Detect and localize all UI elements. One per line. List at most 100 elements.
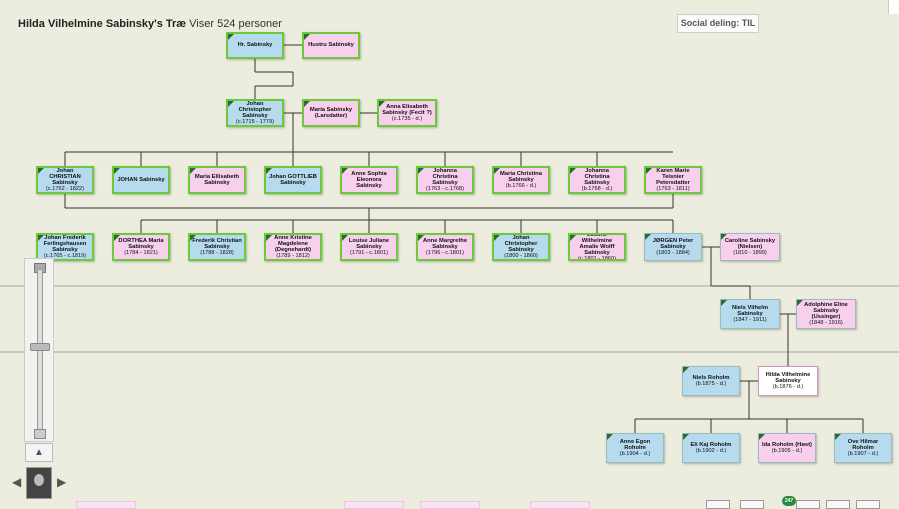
person-card-jgo[interactable]: Johan GOTTLIEB Sabinsky [264,166,322,194]
person-dates: (1784 - 1821) [124,250,158,257]
toolbar-button[interactable] [856,500,880,509]
person-card-hu[interactable]: Hustru Sabinsky [302,32,360,59]
zoom-slider[interactable] [24,258,54,442]
bottom-row-node[interactable] [344,501,404,509]
person-card-kmt[interactable]: Karen Marie Teisnier Petersdatter(1763 -… [644,166,702,194]
person-dates: (1810 - 1899) [733,250,767,257]
person-name: Caroline Sabinsky (Nielsen) [724,237,776,250]
zoom-track[interactable] [37,269,43,435]
person-card-aer[interactable]: Anne Egon Roholm(b.1904 - d.) [606,433,664,463]
person-name: DORTHEA Maria Sabinsky [118,237,164,250]
person-dates: (b.1905 - d.) [771,448,803,454]
person-dates: (c.1765 - c.1819) [43,253,87,260]
person-dates: (b.1768 - d.) [581,186,613,193]
person-card-hr[interactable]: Hr. Sabinsky [226,32,284,59]
person-card-jwa[interactable]: Justine Wilhelmine Amalie Wolff Sabinsky… [568,233,626,261]
person-card-jc1[interactable]: Johan Christopher Sabinsky(c.1715 - 1779… [226,99,284,127]
person-dates: (1803 - 1884) [656,250,690,257]
person-name: Maria Sabinsky (Larsdatter) [309,106,353,119]
person-card-irh[interactable]: Ida Roholm (Høst)(b.1905 - d.) [758,433,816,463]
toolbar-button[interactable] [826,500,850,509]
person-card-ae[interactable]: Anna Elisabeth Sabinsky (Fecit ?)(c.1735… [377,99,437,127]
person-card-ekr[interactable]: Eli Kaj Roholm(b.1902 - d.) [682,433,740,463]
bottom-row-node[interactable] [530,501,590,509]
person-card-jff[interactable]: Johan Frederik Ferlingshausen Sabinsky(c… [36,233,94,261]
person-card-fcs[interactable]: Frederik Christian Sabinsky(1788 - 1828) [188,233,246,261]
person-name: Niels Roholm [692,374,730,381]
person-name: Johan Christopher Sabinsky [238,100,272,119]
person-card-aes[interactable]: Adolphine Eline Sabinsky (Ussinger)(1848… [796,299,856,329]
person-card-dms[interactable]: DORTHEA Maria Sabinsky(1784 - 1821) [112,233,170,261]
notification-badge[interactable]: 247 [782,496,796,506]
person-card-ohr[interactable]: Ove Hilmar Roholm(b.1907 - d.) [834,433,892,463]
bottom-row-node[interactable] [420,501,480,509]
window-edge [888,0,899,14]
person-card-jcs1[interactable]: Johanna Christina Sabinsky(1763 - c.1768… [416,166,474,194]
person-dates: (1789 - 1812) [276,253,310,260]
person-dates: (1847 - 1911) [733,317,767,324]
person-name: Karen Marie Teisnier Petersdatter [656,167,690,186]
person-card-cs[interactable]: Caroline Sabinsky (Nielsen)(1810 - 1899) [720,233,780,261]
person-name: Anne Sophia Eleonora Sabinsky [351,170,387,190]
person-dates: (b.1902 - d.) [695,448,727,454]
user-photo-icon[interactable] [26,467,52,499]
person-name: Johan Frederik Ferlingshausen Sabinsky [43,234,87,253]
zoom-thumb[interactable] [30,343,50,351]
person-name: Eli Kaj Roholm [690,441,732,448]
person-name: Johanna Christina Sabinsky [584,167,610,186]
person-dates: (1763 - 1811) [656,186,690,193]
person-card-akm[interactable]: Anne Kristine Magdelene (Degnehardt)(178… [264,233,322,261]
social-share-toggle[interactable]: Social deling: TIL [677,14,759,33]
person-card-ml[interactable]: Maria Sabinsky (Larsdatter) [302,99,360,127]
next-person-arrow-icon[interactable]: ▶ [57,475,67,489]
person-card-ase[interactable]: Anne Sophia Eleonora Sabinsky [340,166,398,194]
toolbar-button[interactable] [796,500,820,509]
zoom-out-handle[interactable] [34,429,46,439]
person-name: Hr. Sabinsky [237,42,273,49]
toolbar-button[interactable] [740,500,764,509]
person-name: Maria Ellisabeth Sabinsky [194,173,240,186]
previous-person-arrow-icon[interactable]: ◀ [12,475,22,489]
person-card-mcs[interactable]: Maria Christina Sabinsky(b.1766 - d.) [492,166,550,194]
person-dates: (1788 - 1828) [200,250,234,257]
person-name: JØRGEN Peter Sabinsky [652,237,694,250]
person-name: Maria Christina Sabinsky [500,170,542,183]
person-name: Anne Margrethe Sabinsky [422,237,468,250]
person-dates: (b.1875 - d.) [695,381,727,387]
person-name: Johan Christopher Sabinsky [504,234,538,253]
person-name: Justine Wilhelmine Amalie Wolff Sabinsky [579,233,615,257]
person-name: Niels Vilhelm Sabinsky [732,304,768,317]
person-card-mes[interactable]: Maria Ellisabeth Sabinsky [188,166,246,194]
person-name: Ida Roholm (Høst) [762,441,812,448]
tree-owner-title: Hilda Vilhelmine Sabinsky's Træ [18,18,187,30]
person-card-jch[interactable]: Johan CHRISTIAN Sabinsky(c.1762 - 1822) [36,166,94,194]
toolbar-button[interactable] [706,500,730,509]
person-name: Adolphine Eline Sabinsky (Ussinger) [804,301,848,320]
person-card-jcs3[interactable]: Johan Christopher Sabinsky(1800 - 1860) [492,233,550,261]
person-name: JOHAN Sabinsky [117,176,165,183]
person-dates: (1796 - c.1801) [426,250,464,257]
person-name: Louise Juliane Sabinsky [348,237,390,250]
person-card-jps[interactable]: JØRGEN Peter Sabinsky(1803 - 1884) [644,233,702,261]
person-card-hvs[interactable]: Hilda Vilhelmine Sabinsky(b.1876 - d.) [758,366,818,396]
person-name: Hilda Vilhelmine Sabinsky [765,371,811,384]
person-dates: (b.1907 - d.) [847,451,879,458]
person-dates: (c.1762 - 1822) [46,186,84,193]
person-card-nvs[interactable]: Niels Vilhelm Sabinsky(1847 - 1911) [720,299,780,329]
person-card-ams[interactable]: Anne Margrethe Sabinsky(1796 - c.1801) [416,233,474,261]
person-dates: (c.1715 - 1779) [236,119,274,126]
bottom-row-node[interactable] [76,501,136,509]
person-card-jcs2[interactable]: Johanna Christina Sabinsky(b.1768 - d.) [568,166,626,194]
person-card-joh[interactable]: JOHAN Sabinsky [112,166,170,194]
person-card-nr[interactable]: Niels Roholm(b.1875 - d.) [682,366,740,396]
person-dates: (1800 - 1860) [504,253,538,260]
pan-up-button[interactable]: ▲ [25,443,53,462]
person-dates: (1791 - c.1801) [350,250,388,257]
person-name: Hustru Sabinsky [308,42,354,49]
person-dates: (1763 - c.1768) [426,186,464,193]
person-name: Frederik Christian Sabinsky [192,237,242,250]
person-count: Viser 524 personer [189,18,282,30]
person-dates: (b.1904 - d.) [619,451,651,458]
person-card-ljs[interactable]: Louise Juliane Sabinsky(1791 - c.1801) [340,233,398,261]
